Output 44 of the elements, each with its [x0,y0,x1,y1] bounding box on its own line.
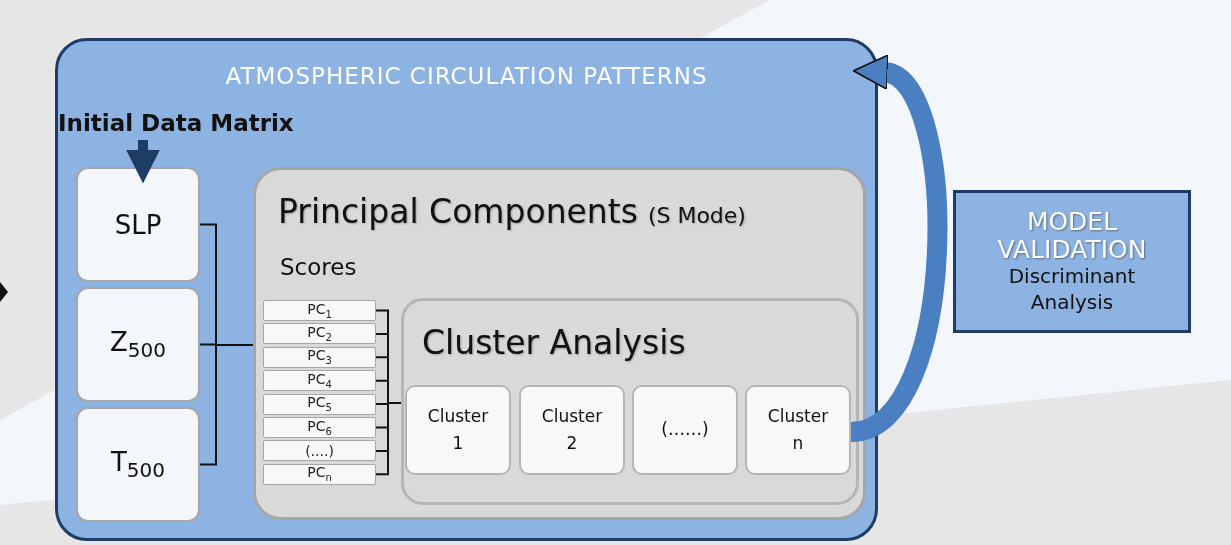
component-label: PC$_{1}$ [307,301,332,320]
component-row [263,440,376,462]
cluster-label: (……) [660,418,710,442]
component-label: PC$_{6}$ [307,418,332,437]
cluster-label: Cluster 2 [540,404,604,455]
component-label: PC$_{4}$ [307,371,332,390]
component-row [263,323,376,345]
variable-label: SLP [114,209,162,240]
block-arrow [848,57,947,442]
validation-box [953,190,1191,333]
cluster-box [519,385,625,475]
validation-heading: MODEL VALIDATION [996,208,1148,263]
component-label: (....) [305,443,334,458]
component-label: PC$_{3}$ [307,348,332,367]
component-row [263,393,376,415]
cluster-box [405,385,511,475]
block-arrow [126,140,160,184]
component-row [263,463,376,485]
component-row [263,417,376,438]
variable-label: Z$_{500}$ [110,327,166,362]
component-row [263,346,376,368]
section-heading: Cluster Analysis [422,323,686,362]
component-label: PC$_{5}$ [307,395,332,413]
outer-panel [55,38,878,541]
input-label: Initial Data Matrix [58,110,294,136]
component-label: PC$_{n}$ [307,465,332,484]
cluster-label: Cluster 1 [426,404,490,455]
section-subheading: (S Mode) [647,203,746,228]
variable-box [76,287,200,402]
panel-heading: ATMOSPHERIC CIRCULATION PATTERNS [224,63,709,89]
variable-label: T$_{500}$ [110,447,166,482]
inner-panel [253,167,866,520]
inner-panel [401,298,859,505]
scores-label: Scores [280,254,357,280]
cluster-label: Cluster n [766,404,830,455]
cluster-box [745,385,851,475]
section-heading: Principal Components [278,192,638,231]
variable-box [76,167,200,282]
component-label: PC$_{2}$ [307,325,332,343]
component-row [263,370,376,392]
variable-box [76,407,200,522]
validation-method: Discriminant Analysis [1007,263,1137,315]
cluster-box [632,385,738,475]
component-row [263,300,376,321]
